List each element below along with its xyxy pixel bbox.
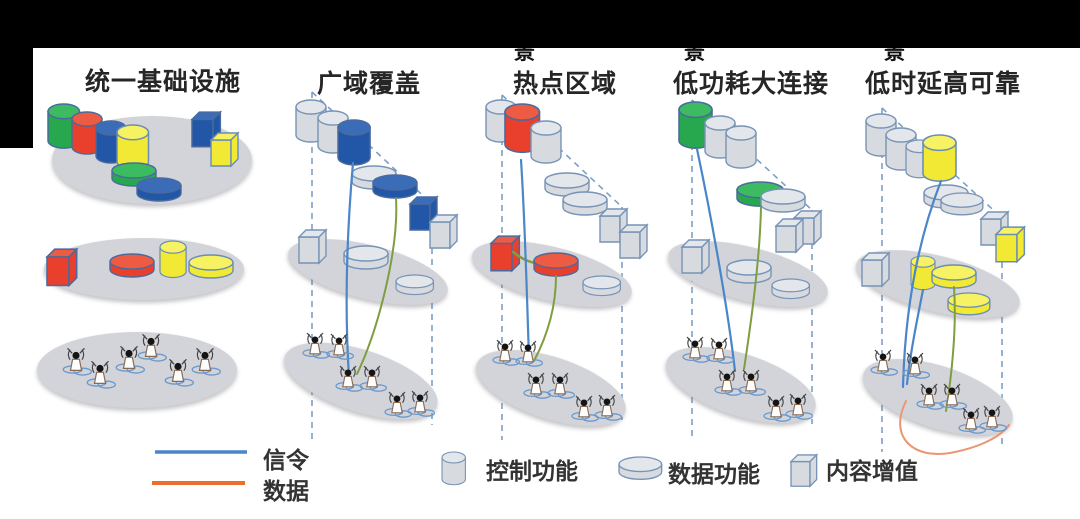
data-function-cylinder (771, 278, 810, 300)
legend-signaling-label: 信令 (263, 447, 309, 473)
value-add-box (775, 218, 804, 253)
column-unified-infrastructure (37, 103, 252, 408)
value-add-box (861, 252, 890, 287)
legend-data-function-cylinder-icon (618, 456, 663, 480)
platform-ellipse (666, 346, 816, 424)
legend-control-label: 控制功能 (486, 458, 578, 484)
left-black-block (0, 0, 33, 148)
platform-ellipse (37, 332, 237, 408)
signaling-line (695, 147, 737, 373)
data-path-line (533, 275, 557, 362)
legend (152, 450, 818, 487)
column-low-latency-high-reliability (856, 107, 1026, 455)
data-line-curve (899, 400, 1010, 455)
data-function-cylinder (136, 177, 182, 202)
signaling-line (345, 161, 355, 379)
value-add-box (429, 214, 458, 249)
data-function-cylinder (726, 259, 772, 284)
column-hotspot-area (472, 94, 648, 440)
data-function-cylinder (940, 192, 984, 216)
data-function-cylinder-highlight (931, 264, 977, 289)
legend-value-add-label: 内容增值 (826, 458, 918, 484)
platform-ellipse (476, 349, 626, 427)
control-function-cylinder-highlight (922, 134, 957, 182)
legend-control-cylinder-icon (441, 451, 466, 486)
column-title-wide-coverage: 广域覆盖 (316, 70, 422, 98)
column-title-unified-infrastructure: 统一基础设施 (84, 68, 242, 96)
control-function-cylinder (725, 125, 757, 169)
platform-ellipse (284, 342, 438, 420)
value-add-box (210, 132, 239, 167)
value-add-box (681, 239, 710, 274)
data-function-cylinder-highlight (533, 252, 579, 277)
data-function-cylinder (760, 188, 806, 213)
control-function-cylinder-highlight (337, 119, 371, 166)
column-low-power-massive-connection (666, 99, 828, 440)
data-function-cylinder (343, 245, 389, 270)
control-function-cylinder (159, 240, 187, 279)
data-path-line (356, 197, 398, 375)
value-add-box (46, 248, 78, 287)
value-add-box (619, 224, 648, 259)
column-title-hotspot-area: 热点区域 (512, 70, 618, 98)
data-function-cylinder (188, 254, 234, 279)
data-function-cylinder (395, 274, 434, 296)
legend-data-function-label: 数据功能 (668, 461, 760, 487)
data-function-cylinder (562, 191, 608, 216)
column-wide-coverage (284, 91, 458, 440)
data-function-cylinder (109, 253, 155, 278)
platform-ellipse (863, 358, 1013, 436)
value-add-box-highlight (995, 226, 1026, 263)
value-add-box (298, 229, 327, 264)
control-function-cylinder (530, 120, 562, 164)
signaling-line (519, 158, 531, 360)
top-black-bar (0, 0, 1080, 48)
data-path-line (743, 206, 762, 370)
column-title-low-latency-high-reliability: 低时延高可靠 (864, 70, 1022, 98)
signaling-line (905, 288, 925, 386)
data-function-cylinder (582, 275, 621, 297)
column-title-low-power-massive-connection: 低功耗大连接 (672, 70, 830, 98)
data-function-cylinder-highlight (372, 174, 418, 199)
legend-value-add-box-icon (790, 454, 818, 487)
legend-data-label: 数据 (263, 478, 309, 504)
signaling-line (901, 179, 943, 389)
